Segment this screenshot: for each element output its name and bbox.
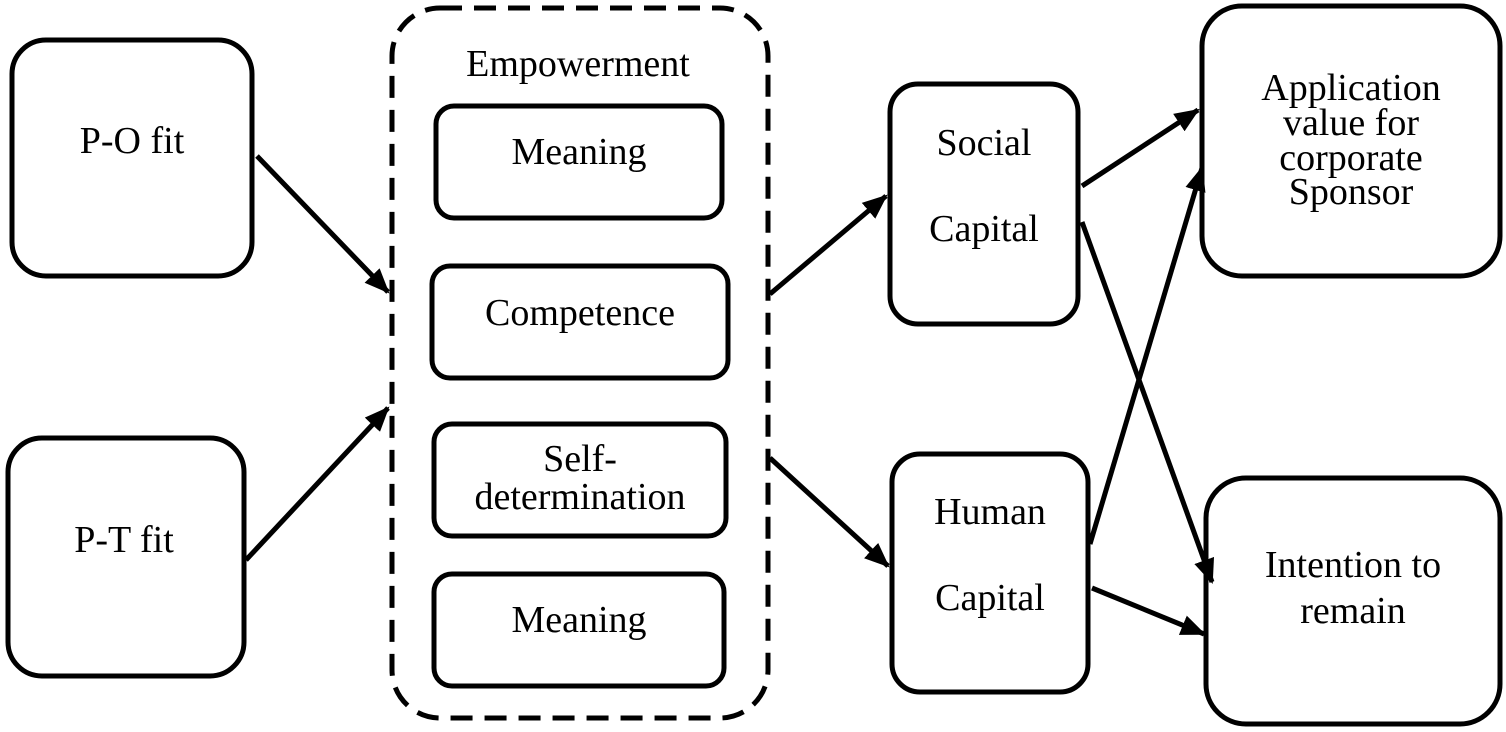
arrow-social-capital-to-application-value: [1080, 107, 1200, 189]
intention-remain-label-line2: remain: [1300, 590, 1406, 632]
meaning-top-box: [433, 103, 725, 221]
intention-remain-label-line1: Intention to: [1265, 544, 1441, 586]
self-determination-box: [431, 421, 729, 539]
social-capital-label-line1: Social: [937, 122, 1032, 164]
arrow-pt-fit-to-empowerment: [244, 406, 390, 562]
human-capital-label-line2: Capital: [935, 577, 1045, 619]
empowerment-title: Empowerment: [466, 43, 690, 85]
po-fit-box: [9, 37, 255, 279]
arrow-po-fit-to-empowerment: [255, 154, 390, 294]
human-capital-box: [889, 451, 1091, 695]
po-fit-label: P-O fit: [80, 120, 185, 162]
pt-fit-box: [5, 435, 247, 679]
self-determination-label-line2: determination: [474, 476, 685, 518]
human-capital-label-line1: Human: [934, 491, 1046, 533]
application-value-label-line1: Application: [1261, 67, 1440, 109]
competence-box: [429, 263, 731, 381]
arrow-human-capital-to-application-value: [1087, 166, 1206, 545]
meaning-top-label: Meaning: [511, 131, 646, 173]
application-value-box: [1199, 3, 1503, 279]
intention-remain-box: [1203, 475, 1503, 727]
arrow-human-capital-to-intention-remain: [1091, 585, 1206, 637]
application-value-label-line4: Sponsor: [1289, 171, 1414, 213]
application-value-label-line2: value for: [1283, 102, 1419, 144]
arrow-empowerment-to-human-capital: [768, 456, 890, 568]
social-capital-label-line2: Capital: [929, 208, 1039, 250]
meaning-bottom-label: Meaning: [511, 599, 646, 641]
social-capital-box: [887, 81, 1081, 327]
empowerment-group: [389, 5, 771, 721]
arrow-social-capital-to-intention-remain: [1079, 221, 1215, 584]
self-determination-label-line1: Self-: [543, 438, 617, 480]
competence-label: Competence: [485, 292, 675, 334]
meaning-bottom-box: [431, 571, 727, 689]
pt-fit-label: P-T fit: [74, 519, 174, 561]
arrow-empowerment-to-social-capital: [768, 194, 888, 296]
application-value-label-line3: corporate: [1279, 137, 1422, 179]
